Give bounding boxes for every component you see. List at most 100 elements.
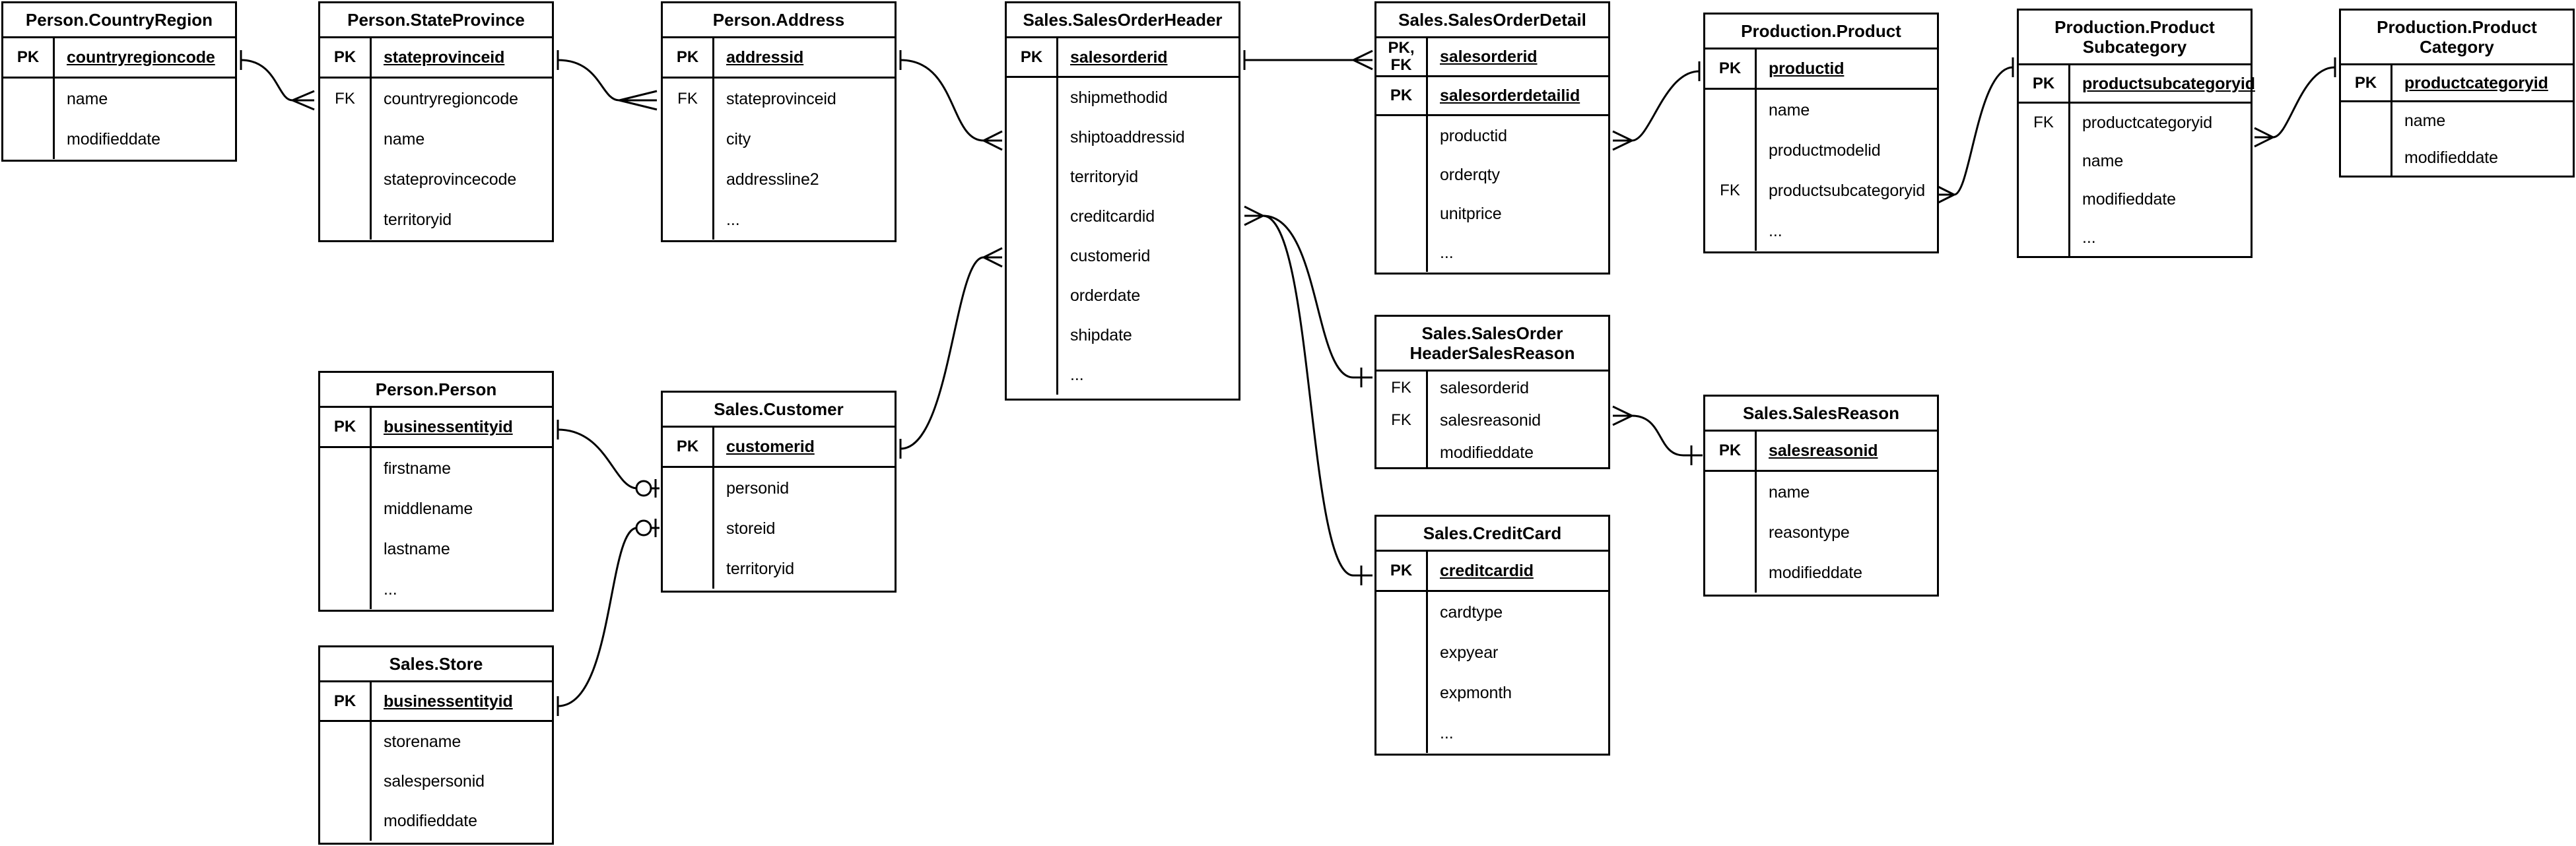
attribute-row[interactable]: modifieddate (1376, 436, 1608, 469)
attribute-row[interactable]: stateprovincecode (320, 159, 552, 199)
attribute-name: creditcardid (1070, 207, 1155, 226)
attribute-row[interactable]: modifieddate (3, 119, 235, 159)
attribute-row[interactable]: salespersonid (320, 762, 552, 801)
attribute-name: ... (1070, 366, 1084, 384)
attribute-row[interactable]: orderqty (1376, 155, 1608, 194)
attribute-row[interactable]: name (2341, 102, 2573, 139)
attribute-row[interactable]: ... (1376, 713, 1608, 753)
attribute-row[interactable]: storename (320, 722, 552, 762)
attribute-row[interactable]: territoryid (663, 548, 895, 589)
entity-title: Sales.SalesReason (1705, 397, 1937, 432)
attribute-row[interactable]: shipdate (1007, 315, 1238, 355)
attribute-row[interactable]: modifieddate (320, 801, 552, 841)
attribute-row[interactable]: modifieddate (2341, 139, 2573, 176)
attribute-row[interactable]: name (1705, 90, 1937, 130)
attribute-row[interactable]: expmonth (1376, 672, 1608, 713)
relationship-countryregion-stateprovince (240, 50, 315, 111)
attribute-row[interactable]: personid (663, 468, 895, 508)
attribute-row[interactable]: ... (1376, 233, 1608, 272)
attribute-row[interactable]: expyear (1376, 632, 1608, 672)
relationship-store-customer (557, 519, 660, 716)
relationship-salesorderheader-salesreasonxref (1244, 205, 1373, 387)
key-badge: FK (1705, 170, 1757, 211)
key-badge: PK (663, 38, 714, 77)
attribute-row[interactable]: ... (1007, 355, 1238, 395)
attribute-name: addressline2 (726, 170, 819, 189)
attribute-row[interactable]: shiptoaddressid (1007, 117, 1238, 157)
entity-title: Production.Product Category (2341, 11, 2573, 65)
attribute-name: territoryid (384, 210, 452, 229)
entity-title: Production.Product (1705, 15, 1937, 49)
attribute-row[interactable]: unitprice (1376, 194, 1608, 233)
key-badge (1376, 632, 1428, 672)
attribute-row[interactable]: ... (2019, 218, 2251, 257)
attribute-row[interactable]: ... (320, 569, 552, 609)
attribute-row[interactable]: creditcardid (1007, 197, 1238, 236)
attribute-row[interactable]: cardtype (1376, 592, 1608, 632)
attribute-row[interactable]: orderdate (1007, 276, 1238, 315)
attribute-row[interactable]: name (1705, 472, 1937, 512)
attribute-row[interactable]: ... (1705, 211, 1937, 251)
attribute-row[interactable]: productmodelid (1705, 130, 1937, 170)
attribute-name: productcategoryid (2082, 114, 2213, 132)
attribute-row[interactable]: modifieddate (2019, 180, 2251, 218)
key-badge (1007, 78, 1058, 117)
attribute-row[interactable]: city (663, 119, 895, 159)
key-badge (663, 548, 714, 589)
attribute-name: storename (384, 732, 461, 751)
entity-title: Production.Product Subcategory (2019, 11, 2251, 65)
attribute-row[interactable]: middlename (320, 488, 552, 529)
attribute-row[interactable]: reasontype (1705, 512, 1937, 552)
attribute-row[interactable]: name (320, 119, 552, 159)
attribute-row[interactable]: modifieddate (1705, 552, 1937, 593)
attribute-row[interactable]: name (2019, 142, 2251, 180)
attribute-row[interactable]: storeid (663, 508, 895, 548)
attribute-row[interactable]: territoryid (1007, 157, 1238, 197)
attribute-row[interactable]: productid (1376, 116, 1608, 155)
attribute-row[interactable]: customerid (1007, 236, 1238, 276)
entity-title: Person.Address (663, 3, 895, 38)
attribute-row[interactable]: territoryid (320, 199, 552, 240)
attribute-row[interactable]: lastname (320, 529, 552, 569)
attribute-row[interactable]: name (3, 79, 235, 119)
relationship-salesorderheader-creditcard (1262, 214, 1373, 585)
attribute-row[interactable]: ... (663, 199, 895, 240)
attribute-row[interactable]: firstname (320, 448, 552, 488)
attribute-row[interactable]: shipmethodid (1007, 78, 1238, 117)
attribute-row[interactable]: addressline2 (663, 159, 895, 199)
